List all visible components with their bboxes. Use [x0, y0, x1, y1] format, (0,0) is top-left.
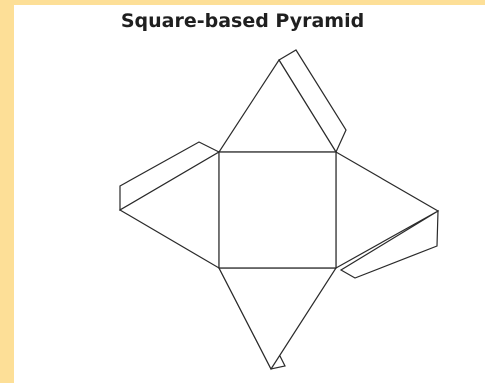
top-border-strip	[0, 0, 485, 5]
glue-tab-right	[339, 209, 439, 279]
triangle-face-bottom	[218, 267, 338, 371]
left-border-strip	[0, 0, 14, 383]
page-title: Square-based Pyramid	[120, 10, 365, 32]
square-base-face	[218, 151, 337, 269]
